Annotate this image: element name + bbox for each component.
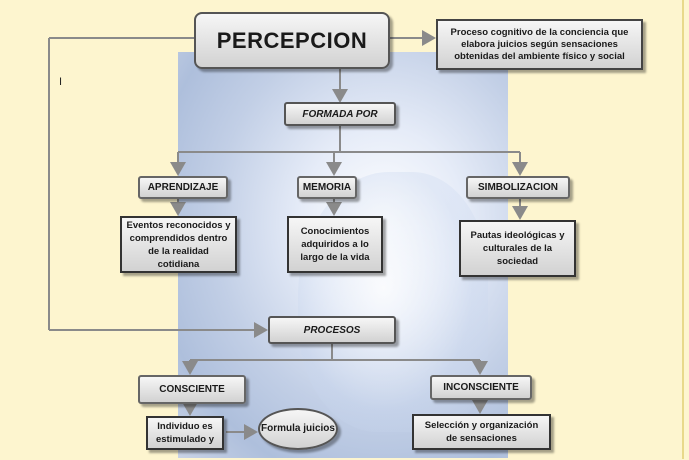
process-consciente-label: CONSCIENTE (159, 384, 225, 395)
branch-aprendizaje-label: APRENDIZAJE (147, 182, 219, 193)
consciente-leaf: Individuo es estimulado y (146, 416, 224, 450)
branch-simbolizacion: SIMBOLIZACION (466, 176, 570, 199)
simbolizacion-leaf-text: Pautas ideológicas y culturales de la so… (470, 230, 565, 267)
procesos-box: PROCESOS (268, 316, 396, 344)
consciente-leaf-text: Individuo es estimulado y (155, 421, 215, 445)
formada-por-box: FORMADA POR (284, 102, 396, 126)
process-inconsciente: INCONSCIENTE (430, 375, 532, 400)
inconsciente-leaf-text: Selección y organización de sensaciones (424, 420, 539, 444)
definition-text: Proceso cognitivo de la conciencia que e… (450, 26, 629, 62)
formula-ellipse: Formula juicios (258, 408, 338, 450)
aprendizaje-leaf-text: Eventos reconocidos y comprendidos dentr… (126, 219, 231, 270)
branch-memoria-label: MEMORIA (302, 182, 352, 193)
process-inconsciente-label: INCONSCIENTE (443, 382, 519, 393)
branch-simbolizacion-label: SIMBOLIZACION (478, 182, 558, 193)
formula-text: Formula juicios (261, 423, 335, 434)
definition-box: Proceso cognitivo de la conciencia que e… (436, 19, 643, 70)
formada-por-text: FORMADA POR (302, 108, 378, 120)
title-box: PERCEPCION (194, 12, 390, 69)
inconsciente-leaf: Selección y organización de sensaciones (412, 414, 551, 450)
cursor-mark: I (59, 76, 63, 88)
memoria-leaf-text: Conocimientos adquiridos a lo largo de l… (300, 226, 370, 263)
branch-aprendizaje: APRENDIZAJE (138, 176, 228, 199)
simbolizacion-leaf: Pautas ideológicas y culturales de la so… (459, 220, 576, 277)
procesos-text: PROCESOS (303, 324, 361, 336)
process-consciente: CONSCIENTE (138, 375, 246, 404)
memoria-leaf: Conocimientos adquiridos a lo largo de l… (287, 216, 383, 273)
aprendizaje-leaf: Eventos reconocidos y comprendidos dentr… (120, 216, 237, 273)
branch-memoria: MEMORIA (297, 176, 357, 199)
title-text: PERCEPCION (216, 27, 368, 53)
